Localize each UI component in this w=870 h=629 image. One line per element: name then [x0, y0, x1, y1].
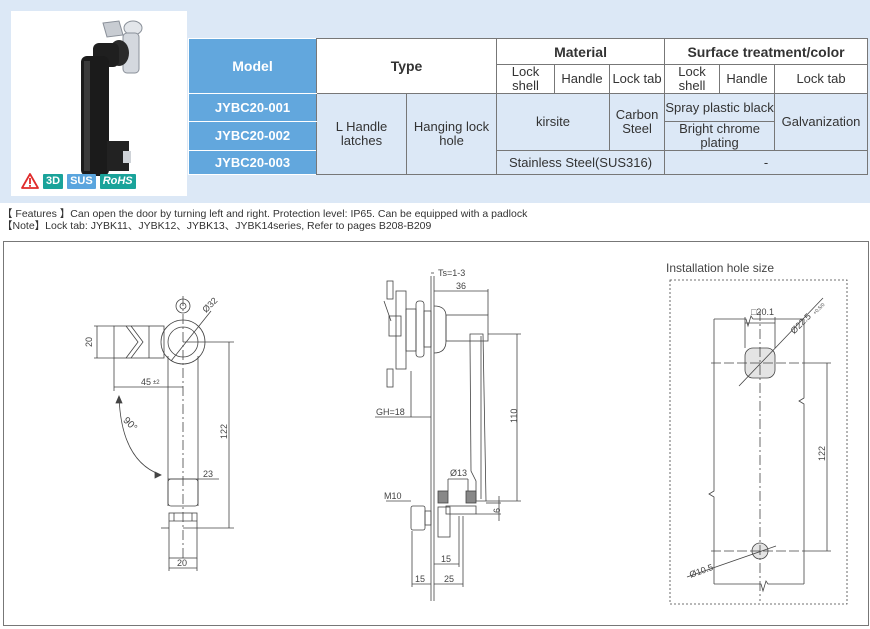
dim-d32: Ø32 [200, 295, 219, 314]
dim-d13: Ø13 [450, 468, 467, 478]
header-surface: Surface treatment/color [664, 38, 869, 65]
header-surface-lock-shell: Lock shell [664, 64, 721, 94]
dim-15-inner: 15 [441, 554, 451, 564]
dim-122: 122 [219, 424, 229, 439]
material-stainless: Stainless Steel(SUS316) [496, 150, 666, 175]
badge-rohs: RoHS [99, 173, 136, 189]
note-text: 【Note】Lock tab: JYBK11、JYBK12、JYBK13、JYB… [2, 220, 432, 232]
dim-6: 6 [492, 508, 502, 513]
type-l-handle: L Handle latches [316, 93, 407, 175]
type-hanging-lock: Hanging lock hole [405, 93, 498, 175]
dim-d22-5: Ø22.5 [789, 311, 813, 335]
dim-45: 45 [141, 377, 151, 387]
surface-spray-black: Spray plastic black [664, 93, 776, 122]
header-type: Type [315, 38, 498, 94]
l-handle-latch-image [81, 20, 143, 176]
header-material-handle: Handle [554, 64, 611, 94]
notes-block: 【 Features 】Can open the door by turning… [2, 208, 527, 232]
badge-3d: 3D [43, 173, 64, 189]
installation-hole-title: Installation hole size [666, 261, 775, 275]
dim-d10-5: Ø10.5 [688, 562, 714, 580]
side-view-drawing: Ts=1-3 36 GH=18 110 Ø13 M10 6 15 15 25 [375, 268, 521, 601]
product-photo: 3D SUS RoHS [11, 11, 187, 196]
surface-galvanization: Galvanization [774, 93, 869, 151]
installation-hole-drawing: □20.1 Ø22.5 +0.5/0 122 Ø10.5 [669, 279, 848, 605]
dim-122-hole: 122 [817, 446, 827, 461]
warning-triangle-icon [21, 173, 39, 189]
dim-m10: M10 [384, 491, 402, 501]
header-surface-handle: Handle [719, 64, 776, 94]
technical-drawing: 20 45 ±2 90° Ø32 122 23 20 [3, 241, 869, 626]
dim-20-width: 20 [177, 558, 187, 568]
header-material-lock-shell: Lock shell [496, 64, 556, 94]
header-material: Material [496, 38, 666, 65]
dim-23: 23 [203, 469, 213, 479]
dim-110: 110 [509, 409, 519, 423]
dim-gh: GH=18 [376, 407, 405, 417]
dim-36: 36 [456, 281, 466, 291]
dim-25: 25 [444, 574, 454, 584]
header-material-lock-tab: Lock tab [609, 64, 666, 94]
spec-table: Model Type Material Surface treatment/co… [188, 38, 869, 175]
dim-square: □20.1 [751, 307, 774, 317]
dim-20-height: 20 [84, 337, 94, 347]
model-cell: JYBC20-001 [188, 93, 317, 122]
model-cell: JYBC20-003 [188, 150, 317, 175]
model-cell: JYBC20-002 [188, 121, 317, 151]
dim-ts: Ts=1-3 [438, 268, 465, 278]
certification-badges: 3D SUS RoHS [21, 173, 136, 189]
dim-15-outer: 15 [415, 574, 425, 584]
dim-45-tol: ±2 [153, 380, 160, 386]
front-view-drawing: 20 45 ±2 90° Ø32 122 23 20 [84, 295, 234, 571]
badge-sus: SUS [67, 173, 96, 189]
surface-bright-chrome: Bright chrome plating [664, 121, 776, 151]
material-kirsite: kirsite [496, 93, 611, 151]
dim-angle: 90° [121, 415, 139, 433]
dim-d22-5-tol: +0.5/0 [812, 302, 826, 316]
surface-none: - [664, 150, 869, 175]
header-model: Model [188, 38, 317, 94]
header-surface-lock-tab: Lock tab [774, 64, 869, 94]
features-text: 【 Features 】Can open the door by turning… [2, 208, 528, 220]
material-carbon-steel: Carbon Steel [609, 93, 666, 151]
